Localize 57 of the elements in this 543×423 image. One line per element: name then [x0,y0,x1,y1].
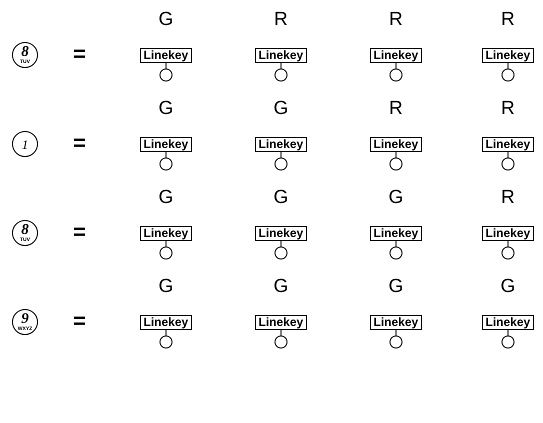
led-indicator [502,246,514,260]
equals-sign: = [73,43,86,65]
led-indicator [390,68,402,82]
linekey-label: Linekey [370,315,422,330]
led-color-letter: R [389,10,403,30]
linekey-label: Linekey [482,137,534,152]
linekey-label: Linekey [370,226,422,241]
linekey-label: Linekey [140,315,192,330]
linekey-label: Linekey [140,226,192,241]
led-color-letter: G [274,188,288,208]
led-indicator [390,246,402,260]
led-color-letter: G [388,188,404,208]
led-indicator [160,246,172,260]
linekey-label: Linekey [254,226,308,241]
connector-line [280,152,282,158]
led-indicator [160,158,172,170]
led-indicator [390,158,402,170]
dial-key: 1 [12,131,38,157]
equals-sign: = [73,221,86,243]
led-indicator [274,158,288,170]
led-color-letter: G [158,188,174,208]
led-indicator [502,158,514,170]
linekey-label: Linekey [140,48,192,63]
led-color-letter: G [500,277,516,297]
connector-line [280,330,282,336]
connector-line [280,240,282,248]
led-color-letter: G [388,277,404,297]
led-color-letter: R [389,99,403,119]
led-indicator [274,246,288,260]
led-color-letter: G [158,99,174,119]
led-indicator [160,336,172,348]
led-color-letter: G [274,99,288,119]
led-color-letter: G [158,277,174,297]
linekey-label: Linekey [370,48,422,63]
led-indicator [502,68,514,82]
connector-line [280,62,282,70]
led-indicator [160,68,172,82]
led-color-letter: R [501,188,515,208]
linekey-label: Linekey [482,315,534,330]
equals-sign: = [73,132,86,154]
linekey-label: Linekey [482,48,534,63]
led-indicator [274,336,288,348]
linekey-label: Linekey [370,137,422,152]
linekey-label: Linekey [254,315,308,330]
led-indicator [390,336,402,348]
led-color-letter: R [501,99,515,119]
linekey-label: Linekey [140,137,192,152]
linekey-label: Linekey [254,137,308,152]
led-color-letter: G [274,277,288,297]
led-color-letter: R [501,10,515,30]
linekey-label: Linekey [482,226,534,241]
equals-sign: = [73,310,86,332]
linekey-label: Linekey [254,48,308,63]
led-indicator [274,68,288,82]
led-color-letter: R [274,10,288,30]
led-color-letter: G [158,10,174,30]
led-indicator [502,336,514,348]
